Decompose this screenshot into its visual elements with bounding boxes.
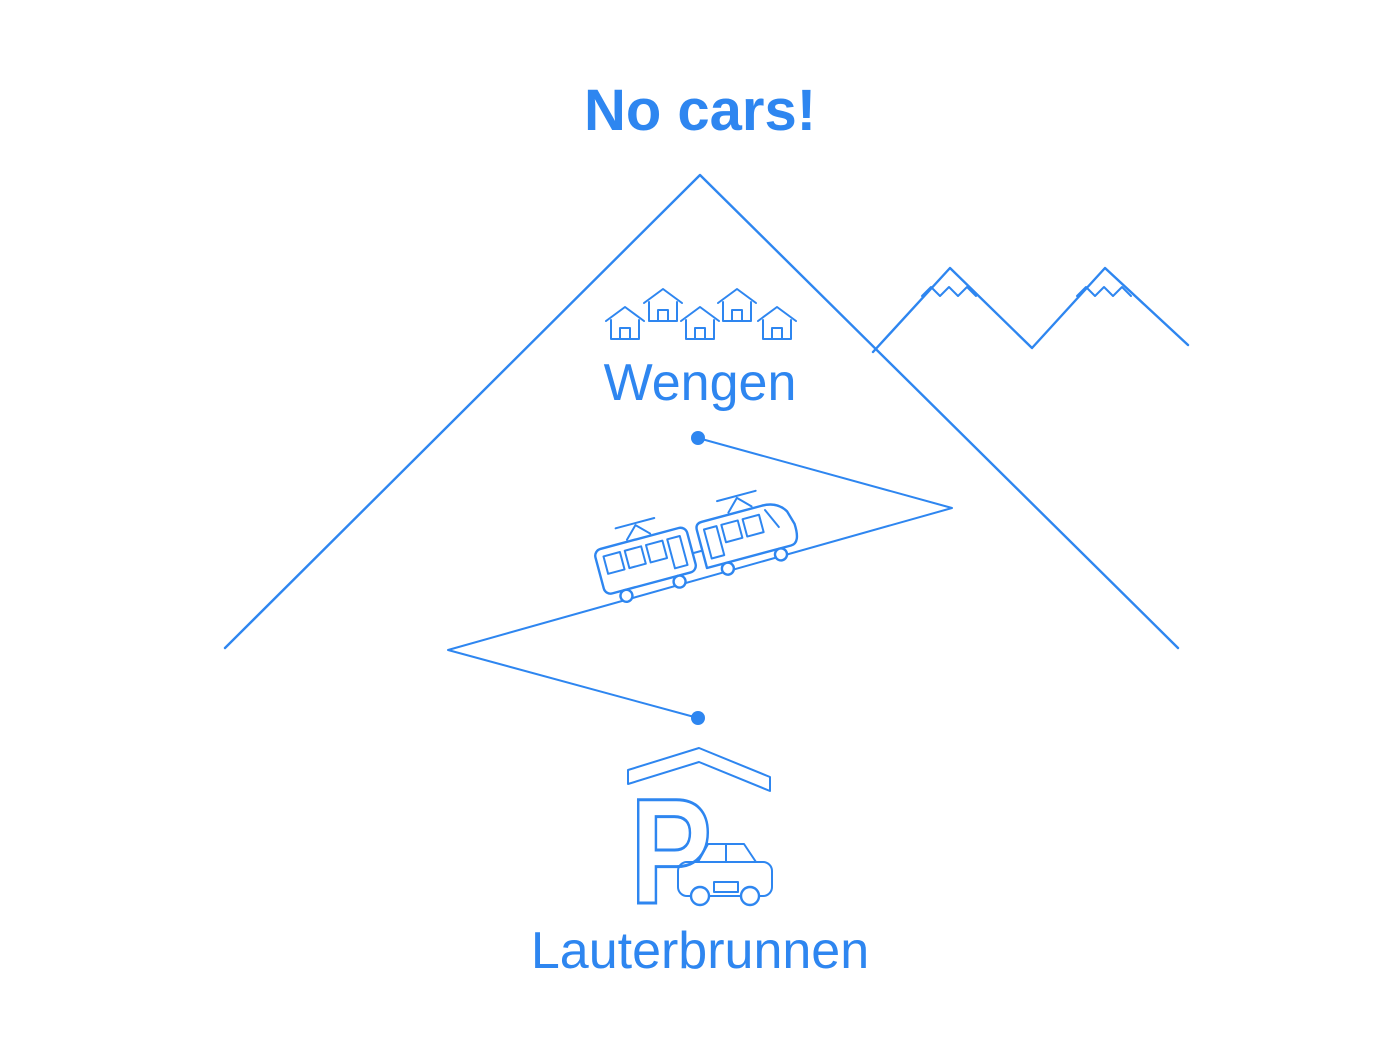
lauterbrunnen-station-dot [691,711,705,725]
house-icon [643,288,683,322]
cog-railway-train-icon [594,489,799,604]
snowy-mountain-peaks-icon [871,266,1190,354]
wengen-station-dot [691,431,705,445]
snow-zigzag-icon [921,286,977,297]
house-icon [757,306,797,340]
house-icon [680,306,720,340]
railway-line [447,437,953,719]
parking-p-icon: P [630,767,712,935]
garage-roof-icon [627,747,771,792]
big-mountain-outline-icon [223,173,1180,650]
title: No cars! [584,78,816,143]
car-icon [677,843,773,907]
village-houses-group [605,288,797,340]
wengen-label: Wengen [604,354,797,412]
snow-zigzag-icon [1076,286,1132,297]
house-icon [605,306,645,340]
house-icon [717,288,757,322]
lauterbrunnen-label: Lauterbrunnen [531,922,869,980]
